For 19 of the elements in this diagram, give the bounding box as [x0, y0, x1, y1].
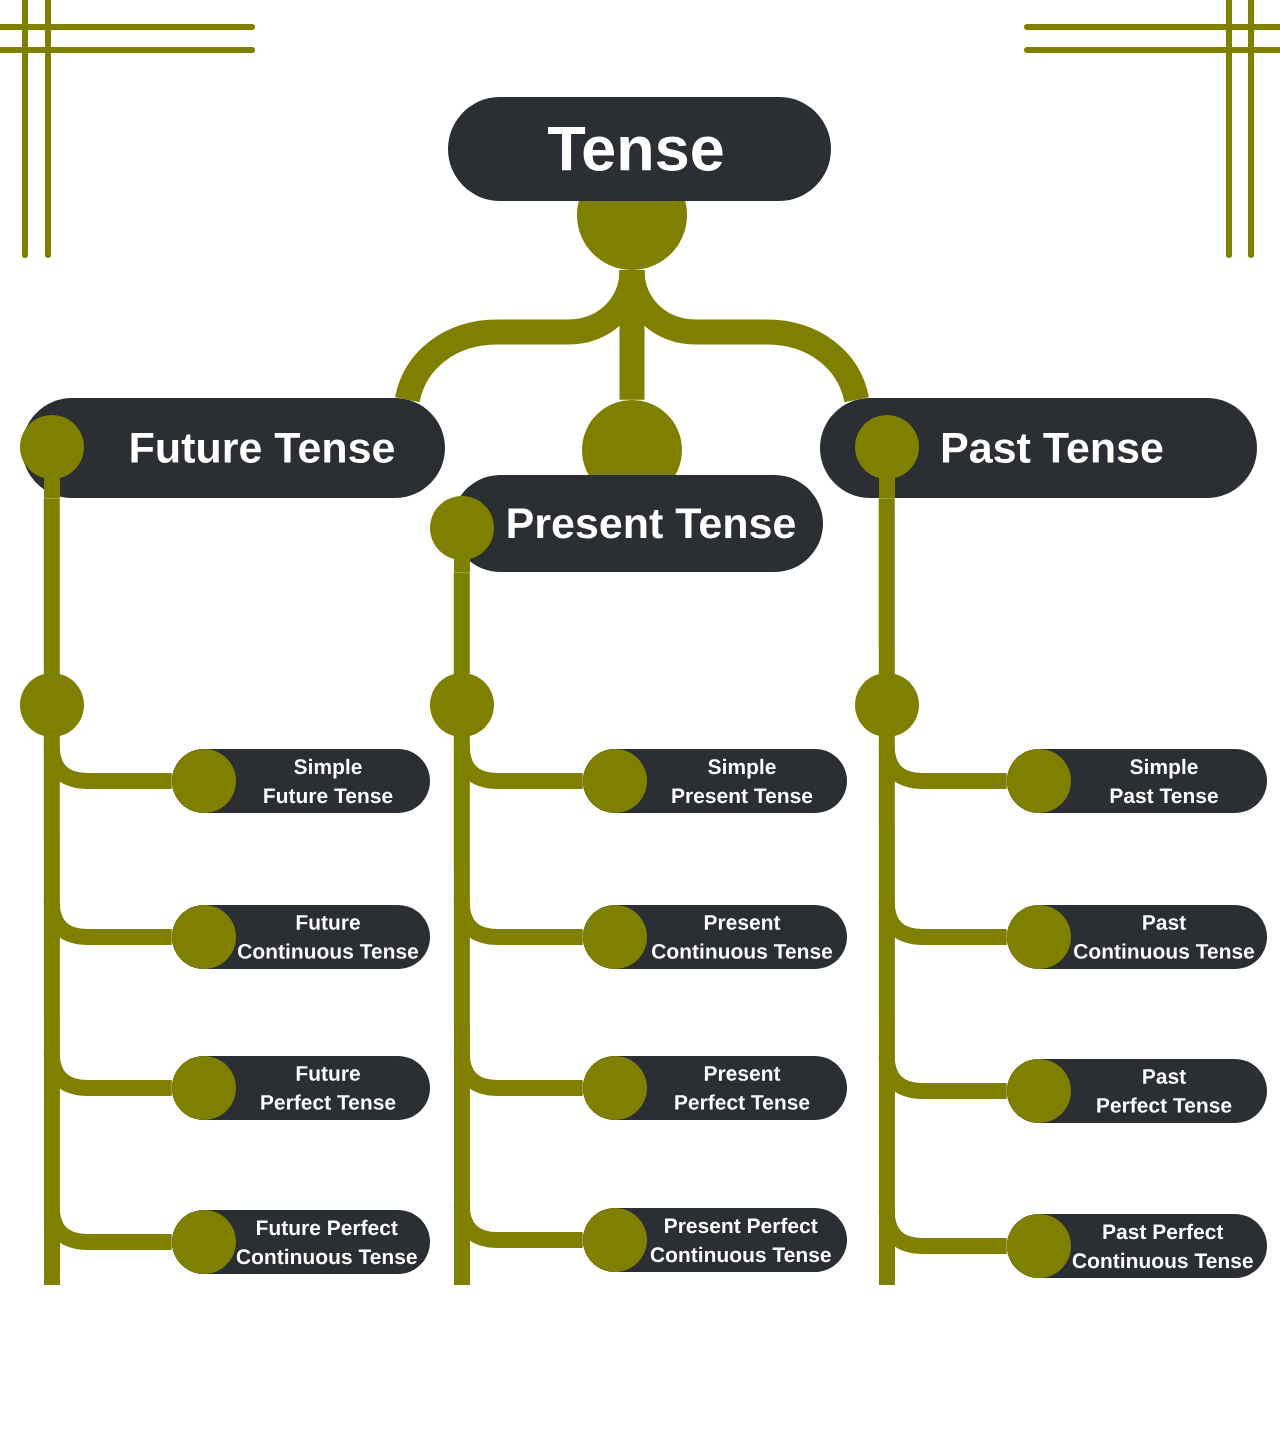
pill-box: Past Perfect Continuous Tense [1007, 1214, 1267, 1278]
pill-box: Simple Past Tense [1007, 749, 1267, 813]
pill-box: Future Tense [20, 398, 445, 498]
pill-box: Simple Future Tense [172, 749, 430, 813]
pill-box: Present Tense [430, 400, 823, 572]
connector [878, 498, 895, 1285]
connector [43, 498, 60, 1285]
pill-box: Future Perfect Tense [172, 1056, 430, 1120]
pill-box: Present Continuous Tense [583, 905, 847, 969]
pill-box: Past Perfect Tense [1007, 1059, 1267, 1123]
pill-box: Present Perfect Continuous Tense [583, 1208, 847, 1272]
pill-box: Simple Present Tense [583, 749, 847, 813]
pill-box: Future Continuous Tense [172, 905, 430, 969]
pill-box: Present Perfect Tense [583, 1056, 847, 1120]
pill-box: Future Perfect Continuous Tense [172, 1210, 430, 1274]
pill-box: Tense [448, 97, 831, 270]
connector [453, 572, 470, 1285]
pill-box: Past Continuous Tense [1007, 905, 1267, 969]
pill-box: Past Tense [820, 398, 1257, 498]
